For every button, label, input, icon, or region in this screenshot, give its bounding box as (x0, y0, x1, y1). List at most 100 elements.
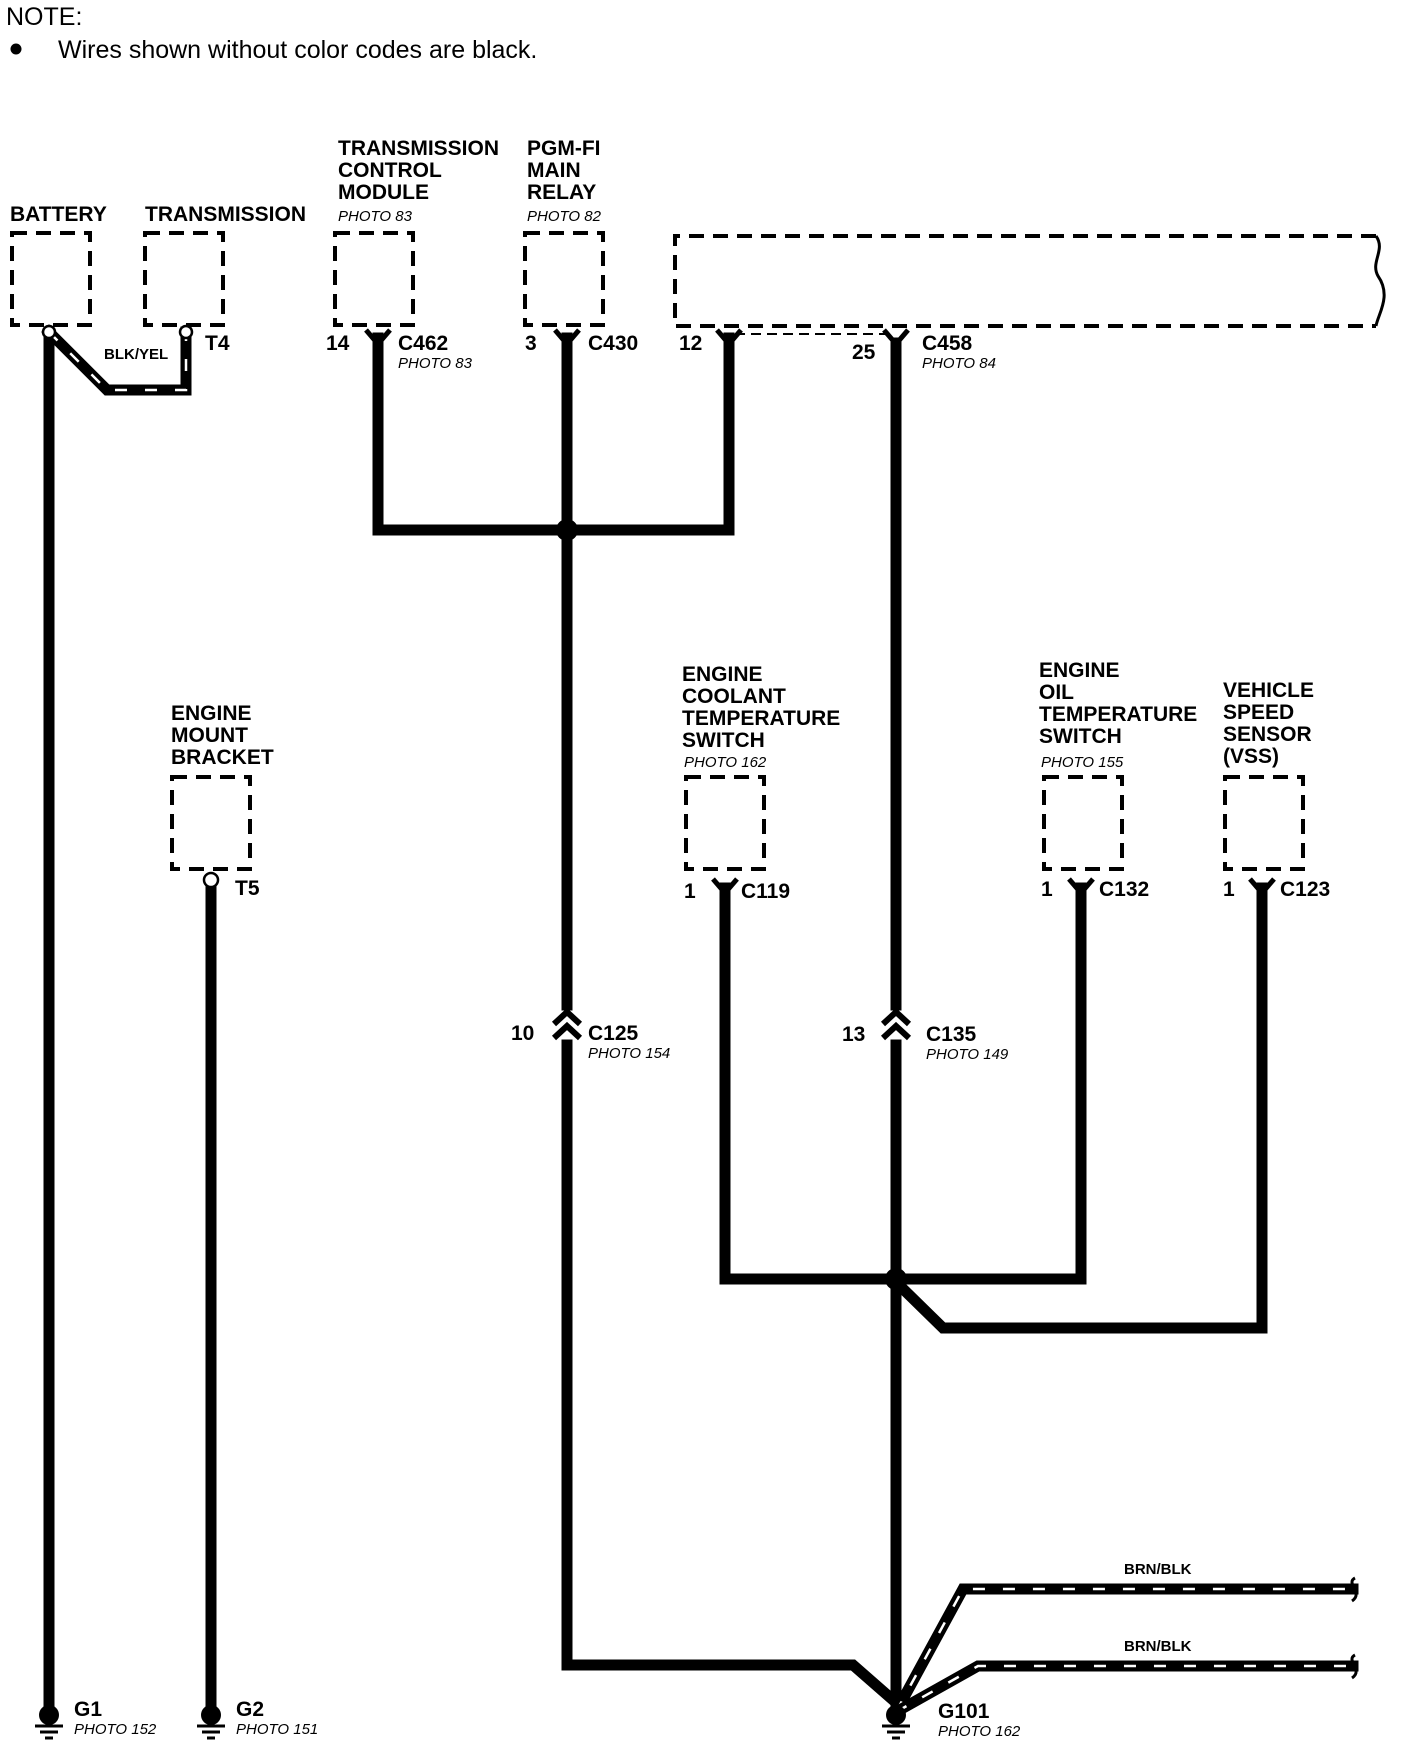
c135-pin: 13 (842, 1023, 865, 1046)
g2-label: G2 (236, 1698, 264, 1721)
g2-ground-icon (197, 1705, 225, 1740)
c458-pin12: 12 (679, 332, 702, 355)
g2-photo: PHOTO 151 (236, 1721, 318, 1738)
vss-label: VEHICLE SPEED SENSOR (VSS) (1223, 679, 1314, 768)
tcm-box (333, 231, 415, 327)
svg-text:TEMPERATURE: TEMPERATURE (1039, 703, 1197, 726)
break-mark-icon (1374, 235, 1386, 327)
splice-lower (885, 1268, 907, 1290)
pgmfi-relay-box (523, 231, 605, 327)
eot-switch-box (1042, 775, 1124, 871)
t4-terminal-icon (178, 324, 194, 340)
g1-ground-icon (35, 1705, 63, 1740)
tcm-label: TRANSMISSION CONTROL MODULE PHOTO 83 (338, 137, 499, 225)
battery-box (10, 231, 92, 327)
battery-terminal-icon (41, 324, 57, 340)
svg-text:PHOTO 82: PHOTO 82 (527, 208, 602, 225)
svg-text:PHOTO 83: PHOTO 83 (338, 208, 413, 225)
svg-text:SENSOR: SENSOR (1223, 723, 1312, 746)
svg-text:OIL: OIL (1039, 681, 1074, 704)
c125-photo: PHOTO 154 (588, 1045, 670, 1062)
c135-photo: PHOTO 149 (926, 1046, 1009, 1063)
svg-text:VEHICLE: VEHICLE (1223, 679, 1314, 702)
break-mark-lower-icon (1350, 1653, 1358, 1680)
c125-name: C125 (588, 1022, 639, 1045)
c458-pin25: 25 (852, 341, 876, 364)
g1-photo: PHOTO 152 (74, 1721, 157, 1738)
svg-text:TRANSMISSION: TRANSMISSION (338, 137, 499, 160)
svg-text:ENGINE: ENGINE (682, 663, 763, 686)
svg-text:SWITCH: SWITCH (682, 729, 765, 752)
c462-connector-icon (364, 328, 392, 348)
c123-pin: 1 (1223, 878, 1235, 901)
ecm-partial-box (673, 234, 1376, 328)
ect-switch-label: ENGINE COOLANT TEMPERATURE SWITCH PHOTO … (682, 663, 840, 771)
wire-stripe-brn-blk-upper (894, 1587, 1353, 1713)
svg-text:MAIN: MAIN (527, 159, 581, 182)
g101-label: G101 (938, 1700, 990, 1723)
svg-text:ENGINE: ENGINE (171, 702, 252, 725)
c458-photo: PHOTO 84 (922, 355, 996, 372)
c458-pin12-connector-icon (715, 328, 743, 348)
c119-name: C119 (741, 880, 790, 903)
brn-blk-lower-label: BRN/BLK (1124, 1638, 1192, 1655)
c462-name: C462 (398, 332, 448, 355)
c430-connector-icon (553, 328, 581, 348)
c123-connector-icon (1248, 877, 1276, 897)
c132-name: C132 (1099, 878, 1149, 901)
note-text: Wires shown without color codes are blac… (58, 36, 537, 64)
g1-label: G1 (74, 1698, 102, 1721)
c119-pin: 1 (684, 880, 696, 903)
svg-text:SPEED: SPEED (1223, 701, 1294, 724)
svg-text:MOUNT: MOUNT (171, 724, 248, 747)
g101-photo: PHOTO 162 (938, 1723, 1021, 1740)
wire-upper-bus (372, 332, 735, 536)
svg-text:PGM-FI: PGM-FI (527, 137, 601, 160)
t5-terminal-icon (202, 871, 220, 889)
g101-ground-icon (882, 1705, 910, 1740)
t5-label: T5 (235, 877, 260, 900)
c462-photo: PHOTO 83 (398, 355, 473, 372)
svg-text:BRACKET: BRACKET (171, 746, 274, 769)
c135-inline-connector-icon (880, 1007, 912, 1041)
wire-stripe-brn-blk-lower (895, 1664, 1353, 1714)
wire-left-to-g101 (561, 1659, 901, 1708)
battery-label: BATTERY (10, 203, 107, 226)
brn-blk-upper-label: BRN/BLK (1124, 1561, 1192, 1578)
svg-text:MODULE: MODULE (338, 181, 429, 204)
svg-text:RELAY: RELAY (527, 181, 596, 204)
wire-vss (888, 882, 1268, 1334)
c462-pin: 14 (326, 332, 350, 355)
pgmfi-relay-label: PGM-FI MAIN RELAY PHOTO 82 (527, 137, 602, 225)
c458-pin25-connector-icon (882, 328, 910, 348)
svg-text:CONTROL: CONTROL (338, 159, 442, 182)
c430-name: C430 (588, 332, 638, 355)
c132-connector-icon (1067, 877, 1095, 897)
svg-text:(VSS): (VSS) (1223, 745, 1279, 768)
t4-label: T4 (205, 332, 230, 355)
c430-pin: 3 (525, 332, 537, 355)
wire-stripe-blk-yel (48, 331, 188, 392)
c125-inline-connector-icon (551, 1007, 583, 1041)
c119-connector-icon (711, 877, 739, 897)
svg-text:PHOTO 162: PHOTO 162 (684, 754, 767, 771)
engine-mount-bracket-box (170, 775, 252, 871)
svg-text:ENGINE: ENGINE (1039, 659, 1120, 682)
svg-text:COOLANT: COOLANT (682, 685, 786, 708)
splice-upper (556, 519, 578, 541)
wire-lower-bus (719, 882, 1087, 1285)
transmission-box (143, 231, 225, 327)
c123-name: C123 (1280, 878, 1330, 901)
c135-name: C135 (926, 1023, 977, 1046)
ect-switch-box (684, 775, 766, 871)
engine-mount-bracket-label: ENGINE MOUNT BRACKET (171, 702, 274, 769)
vss-box (1223, 775, 1305, 871)
break-mark-upper-icon (1350, 1576, 1358, 1603)
c458-name: C458 (922, 332, 973, 355)
eot-switch-label: ENGINE OIL TEMPERATURE SWITCH PHOTO 155 (1039, 659, 1197, 771)
c125-pin: 10 (511, 1022, 534, 1045)
c132-pin: 1 (1041, 878, 1053, 901)
svg-text:SWITCH: SWITCH (1039, 725, 1122, 748)
note-title: NOTE: (6, 3, 82, 31)
